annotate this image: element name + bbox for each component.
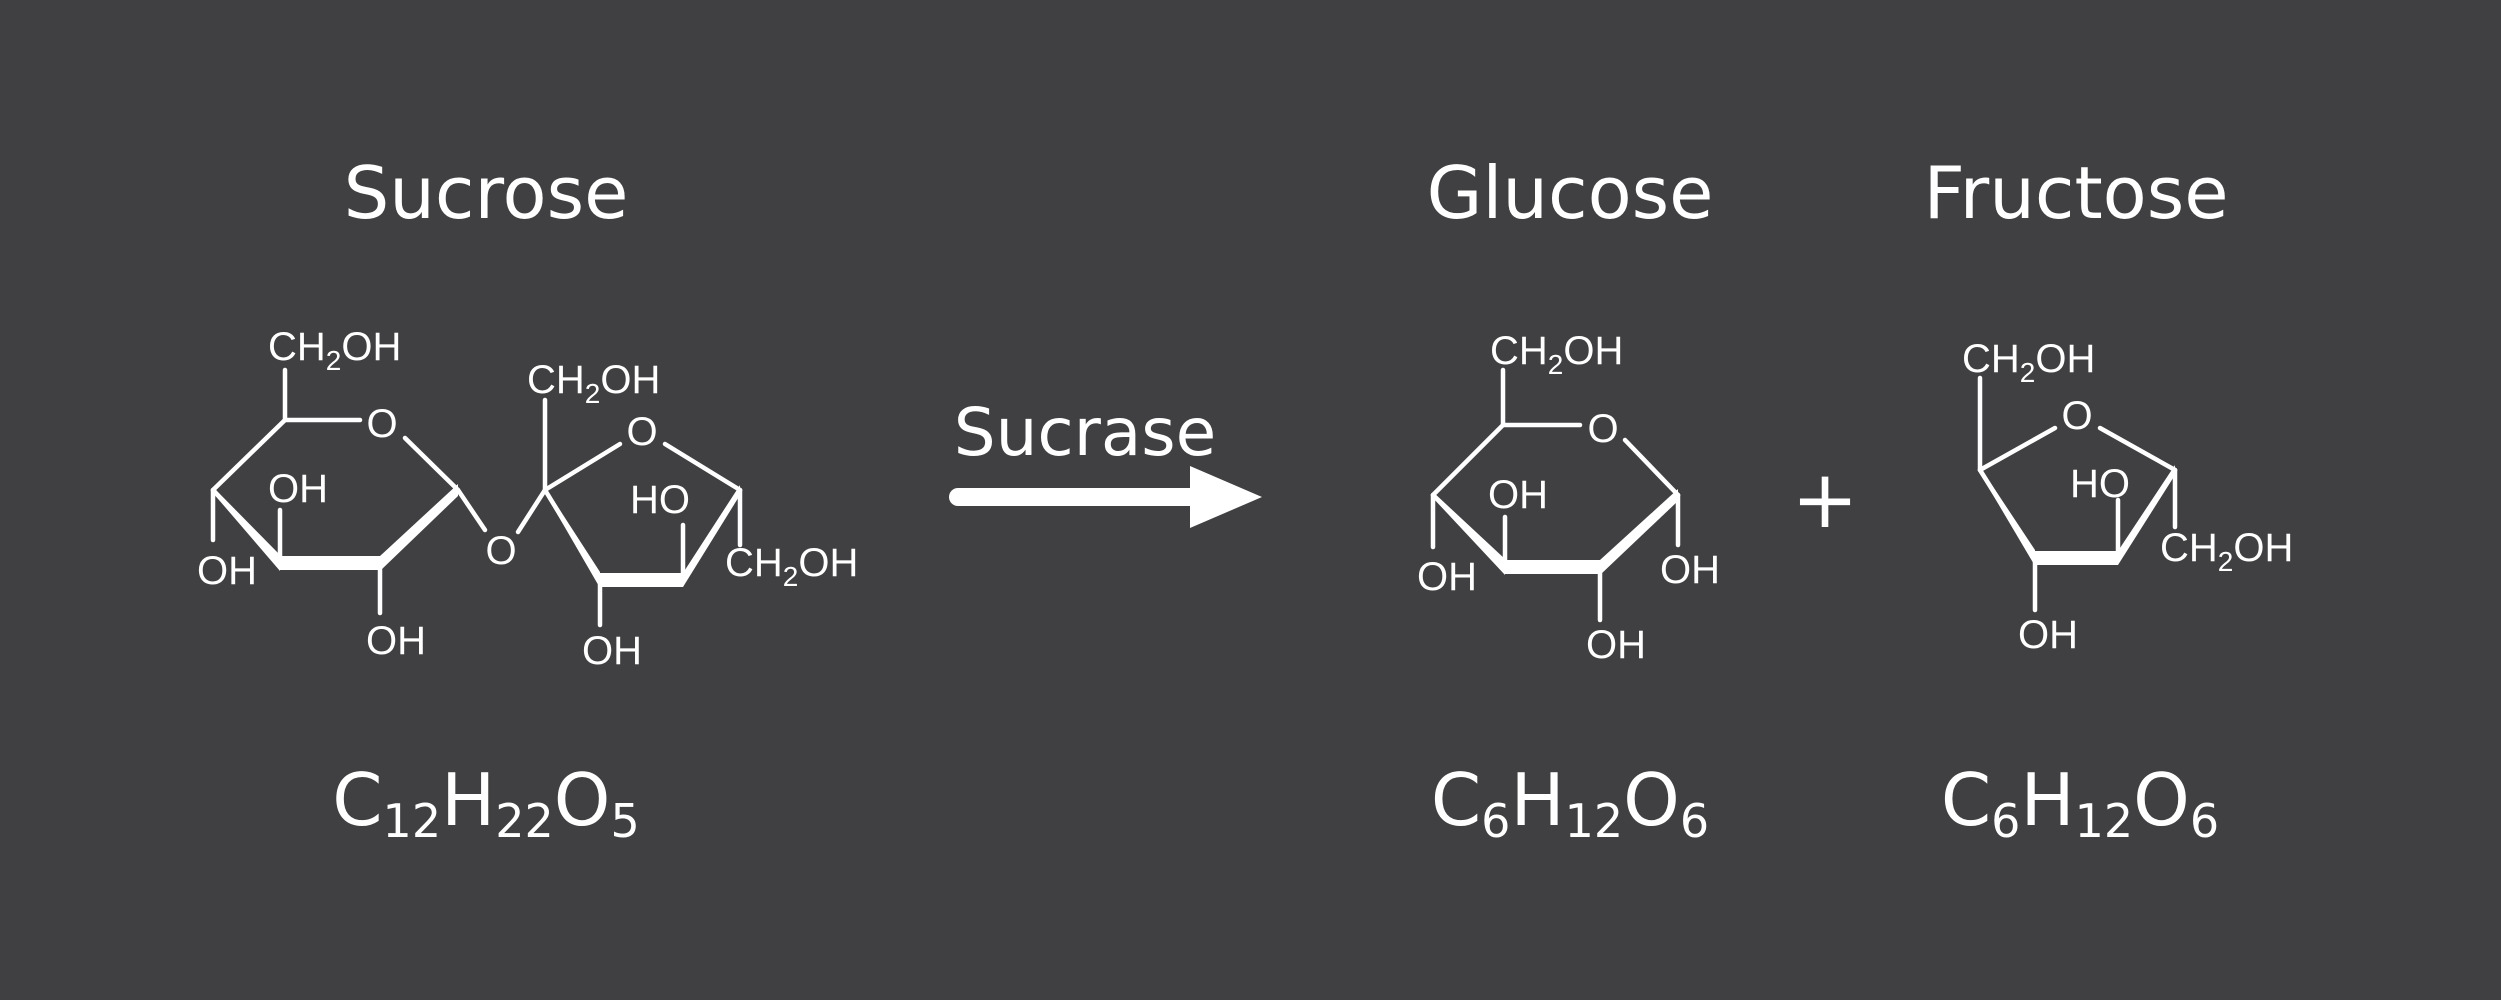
glucose-ring-oxygen: O <box>1587 407 1618 451</box>
fructose-structure: O CH2OH HO CH2OH OH <box>1962 337 2293 657</box>
fructose-ch2oh-1: CH2OH <box>1962 337 2095 388</box>
fructose-title: Fructose <box>1923 151 2228 235</box>
glucose-oh-2: OH <box>1417 555 1477 599</box>
fructose-oh: OH <box>2018 613 2078 657</box>
sucrose-ring-oxygen-1: O <box>366 402 397 446</box>
glucose-formula: C6H12O6 <box>1431 758 1709 848</box>
reaction-arrow <box>949 466 1262 528</box>
sucrose-oh-1: OH <box>268 467 328 511</box>
sucrose-ch2oh-2: CH2OH <box>527 358 660 409</box>
glucose-oh-3: OH <box>1660 548 1720 592</box>
sucrose-title: Sucrose <box>344 151 629 235</box>
fructose-formula: C6H12O6 <box>1941 758 2219 848</box>
fructose-ch2oh-2: CH2OH <box>2160 526 2293 577</box>
glucose-oh-4: OH <box>1586 623 1646 667</box>
glucose-oh-1: OH <box>1488 473 1548 517</box>
sucrose-ch2oh-3: CH2OH <box>725 541 858 592</box>
sucrose-ch2oh-1: CH2OH <box>268 325 401 376</box>
fructose-ho: HO <box>2070 462 2130 506</box>
sucrose-oh-3: OH <box>366 619 426 663</box>
sucrose-ring-oxygen-2: O <box>626 410 657 454</box>
glucose-structure: O CH2OH OH OH OH OH <box>1417 329 1720 667</box>
glucose-title: Glucose <box>1427 151 1714 235</box>
sucrose-ho: HO <box>630 478 690 522</box>
glucose-ch2oh: CH2OH <box>1490 329 1623 380</box>
sucrose-bridge-oxygen: O <box>485 529 516 573</box>
plus-sign: + <box>1791 453 1858 546</box>
sucrose-structure: O O O CH2OH CH2OH CH2OH OH OH OH HO OH <box>197 325 858 673</box>
fructose-ring-oxygen: O <box>2061 394 2092 438</box>
sucrose-oh-2: OH <box>197 549 257 593</box>
sucrose-oh-4: OH <box>582 629 642 673</box>
sucrose-formula: C12H22O5 <box>332 758 639 848</box>
enzyme-label: Sucrase <box>954 394 1217 471</box>
